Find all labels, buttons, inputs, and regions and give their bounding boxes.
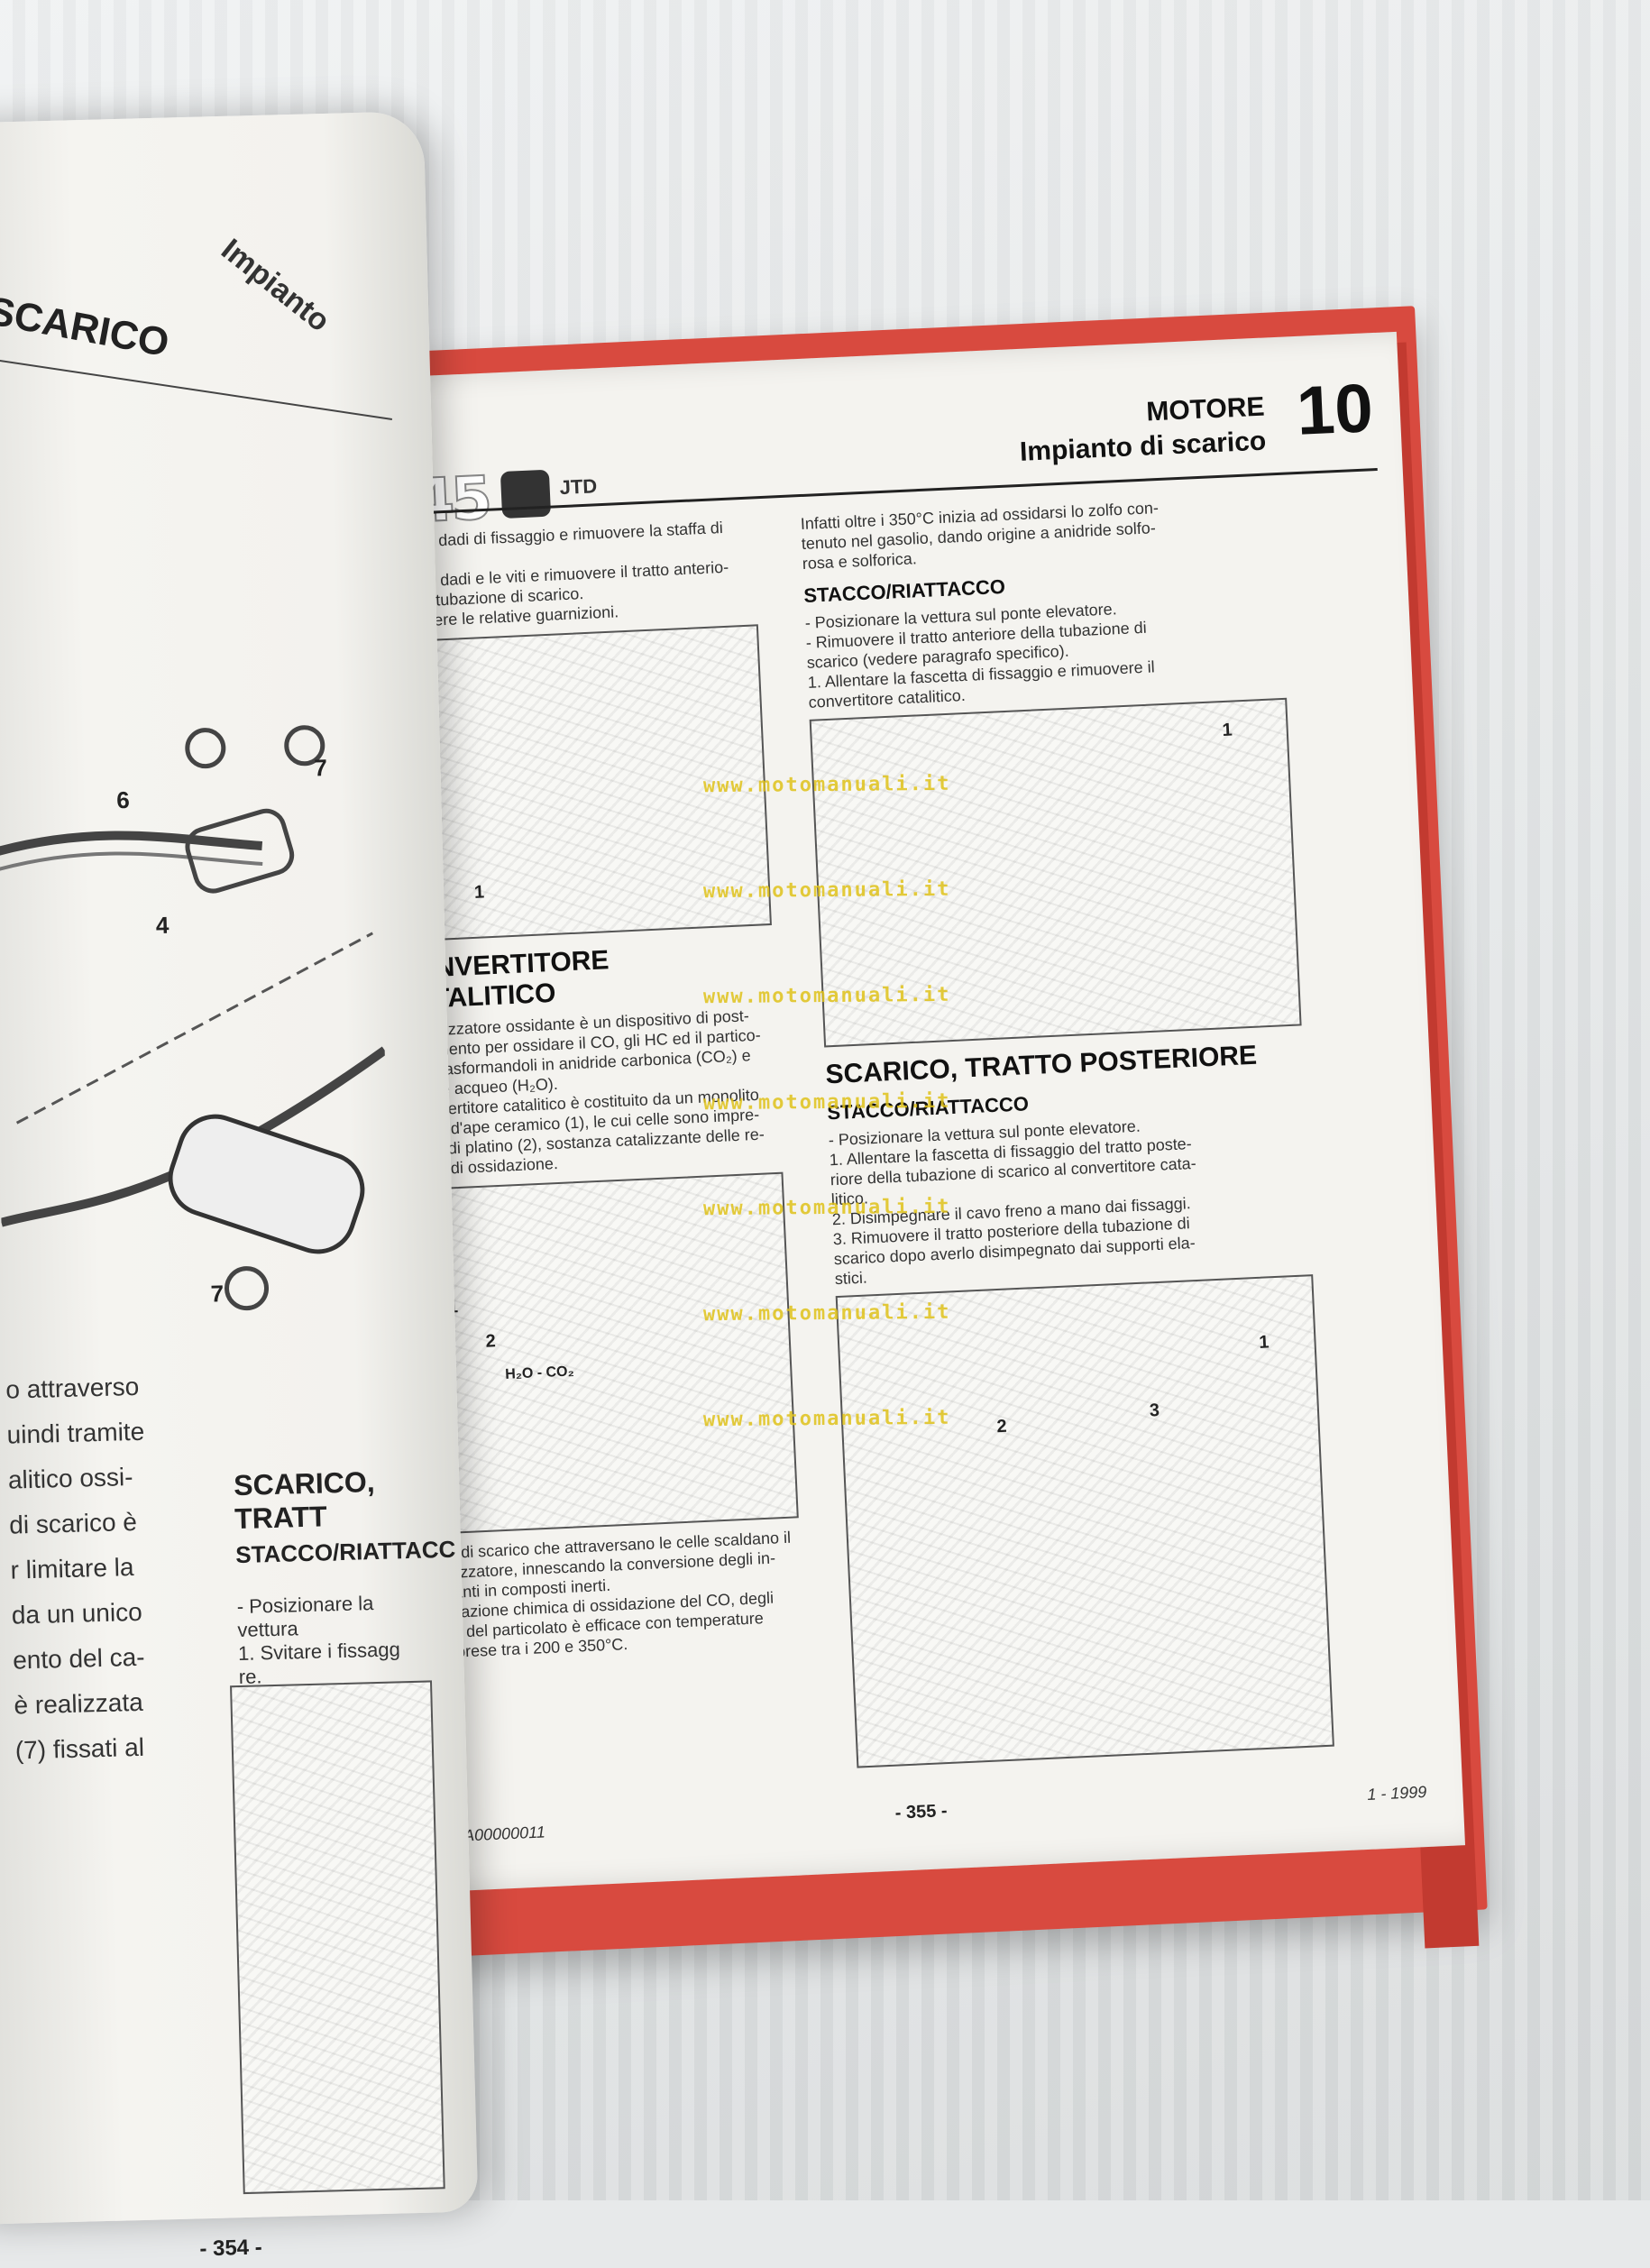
figure-callout: 1 — [1222, 720, 1233, 741]
text-line: (7) fissati al — [14, 1732, 145, 1765]
drawing-callout: 6 — [115, 785, 131, 814]
text-line: 1. Svitare i fissagg — [237, 1638, 401, 1666]
left-scarico-heading: SCARICO, TRATT — [233, 1465, 376, 1536]
revision-date: 1 - 1999 — [1366, 1782, 1427, 1804]
figure-callout: 2 — [995, 1416, 1008, 1437]
text-line: da un unico — [11, 1597, 143, 1630]
watermark: www.motomanuali.it — [702, 772, 951, 798]
left-page-number: - 354 - — [199, 2235, 263, 2262]
chapter-number: 10 — [1295, 370, 1375, 450]
figure-callout: 2 — [485, 1331, 497, 1352]
figure-rear-exhaust: 1 2 3 — [835, 1274, 1334, 1768]
left-stacco-heading: STACCO/RIATTACC — [234, 1535, 456, 1569]
page-number: - 355 - — [894, 1801, 949, 1823]
text-line: di scarico è — [8, 1507, 138, 1539]
brand-badge-icon — [500, 469, 552, 519]
intro-text: Infatti oltre i 350°C inizia ad ossidars… — [800, 492, 1279, 574]
watermark: www.motomanuali.it — [702, 983, 951, 1009]
exhaust-system-drawing — [0, 725, 388, 1311]
text-line: uindi tramite — [6, 1417, 145, 1449]
text-line: alitico ossi- — [7, 1463, 133, 1494]
left-figure-underbody — [230, 1680, 445, 2195]
figure-catalyst: 1 2 H₂O - CO₂ — [404, 1171, 799, 1536]
figure-callout: 1 — [473, 882, 485, 903]
text-line: r limitare la — [10, 1553, 134, 1584]
right-column: Infatti oltre i 350°C inizia ad ossidars… — [800, 492, 1334, 1768]
stacco-steps-1: - Posizionare la vettura sul ponte eleva… — [804, 592, 1286, 712]
drawing-callout: 7 — [314, 754, 328, 782]
text-line: è realizzata — [14, 1687, 144, 1720]
text-line: o attraverso — [5, 1372, 140, 1404]
figure-callout: 3 — [1149, 1400, 1160, 1421]
figure-callout: H₂O - CO₂ — [504, 1364, 575, 1382]
drawing-callout: 7 — [210, 1280, 225, 1308]
left-page-text: o attraverso uindi tramite alitico ossi-… — [5, 1371, 215, 1782]
engine-label: JTD — [559, 474, 598, 500]
watermark: www.motomanuali.it — [702, 1406, 951, 1432]
left-page-header: Impianto — [215, 232, 336, 339]
header-rule — [0, 357, 393, 421]
watermark: www.motomanuali.it — [702, 1300, 951, 1327]
exhaust-text: I gas di scarico che attraversano le cel… — [421, 1527, 805, 1663]
text-line: - Posizionare la vettura — [236, 1592, 374, 1642]
section-title: MOTORE — [1145, 391, 1266, 427]
subsection-title: Impianto di scarico — [1019, 426, 1267, 467]
drawing-callout: 4 — [155, 911, 170, 940]
figure-callout: 1 — [1258, 1332, 1270, 1353]
left-page-title: SCARICO — [0, 289, 173, 366]
text-line: ento del ca- — [12, 1642, 145, 1675]
watermark: www.motomanuali.it — [702, 1195, 951, 1221]
watermark: www.motomanuali.it — [702, 877, 951, 904]
left-page: SCARICO Impianto 6 7 4 7 o attraverso ui… — [0, 111, 479, 2261]
watermark: www.motomanuali.it — [702, 1089, 951, 1116]
left-steps: - Posizionare la vettura 1. Svitare i fi… — [236, 1591, 401, 1689]
